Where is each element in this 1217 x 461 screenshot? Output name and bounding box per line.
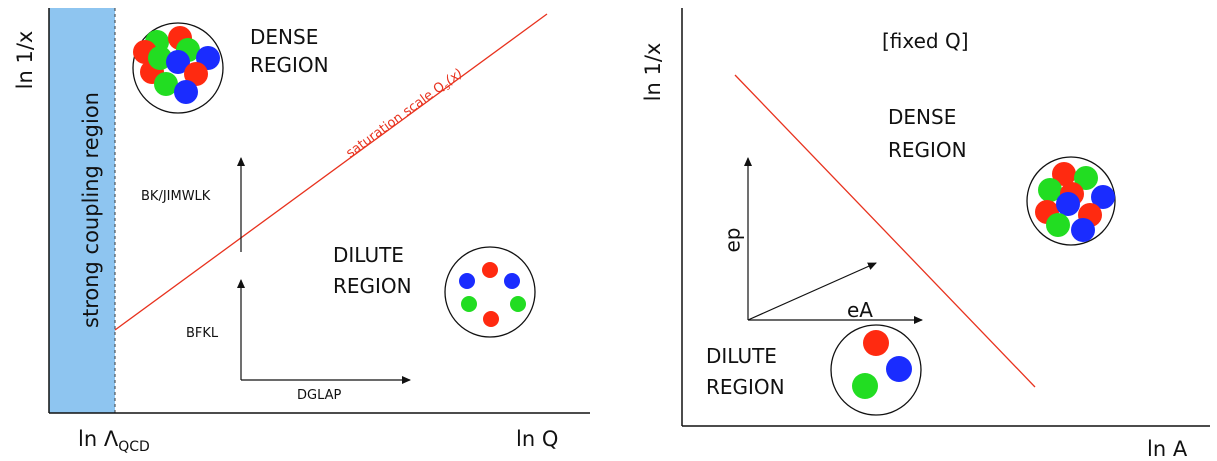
right-x-axis-label: ln A bbox=[1147, 437, 1188, 461]
saturation-label-sub: s bbox=[443, 82, 453, 93]
right-dense-nucleus bbox=[1026, 156, 1116, 246]
left-dilute-label-line1: DILUTE bbox=[333, 243, 404, 267]
fixed-q-label: [fixed Q] bbox=[882, 29, 969, 53]
right-y-axis-label: ln 1/x bbox=[641, 43, 665, 102]
dglap-label: DGLAP bbox=[297, 388, 342, 403]
left-dilute-label-line2: REGION bbox=[333, 274, 412, 298]
ep-label: ep bbox=[721, 228, 745, 253]
left-y-axis-label: ln 1/x bbox=[13, 31, 37, 90]
left-x-origin-label: ln ΛQCD bbox=[78, 427, 150, 455]
left-panel: strong coupling region ln 1/x ln Q ln ΛQ… bbox=[13, 8, 590, 455]
right-boundary-line bbox=[734, 74, 1036, 388]
diagonal-arrow bbox=[747, 262, 877, 321]
x-origin-label-main: ln Λ bbox=[78, 427, 119, 451]
left-dilute-nucleus bbox=[444, 246, 536, 338]
saturation-scale-line bbox=[114, 13, 548, 331]
x-origin-label-sub: QCD bbox=[118, 439, 150, 455]
right-dilute-nucleus bbox=[830, 324, 922, 416]
right-dilute-label-line1: DILUTE bbox=[706, 344, 777, 368]
right-dilute-label-line2: REGION bbox=[706, 375, 785, 399]
left-x-axis-label: ln Q bbox=[516, 427, 558, 451]
strong-coupling-label: strong coupling region bbox=[79, 92, 103, 328]
right-panel: ln 1/x ln A [fixed Q] ep eA DENSE REGION… bbox=[641, 8, 1210, 461]
bk-jimwlk-label: BK/JIMWLK bbox=[141, 189, 211, 204]
bfkl-label: BFKL bbox=[186, 326, 219, 341]
left-dense-nucleus bbox=[132, 22, 224, 114]
right-dense-label-line1: DENSE bbox=[888, 105, 956, 129]
right-dense-label-line2: REGION bbox=[888, 138, 967, 162]
left-dense-label-line2: REGION bbox=[250, 53, 329, 77]
ea-label: eA bbox=[847, 298, 873, 322]
left-dense-label-line1: DENSE bbox=[250, 25, 318, 49]
saturation-scale-label: saturation scale Qs(x) bbox=[344, 66, 468, 163]
saturation-label-prefix: saturation scale Q bbox=[344, 79, 448, 161]
strong-coupling-band bbox=[49, 8, 115, 413]
